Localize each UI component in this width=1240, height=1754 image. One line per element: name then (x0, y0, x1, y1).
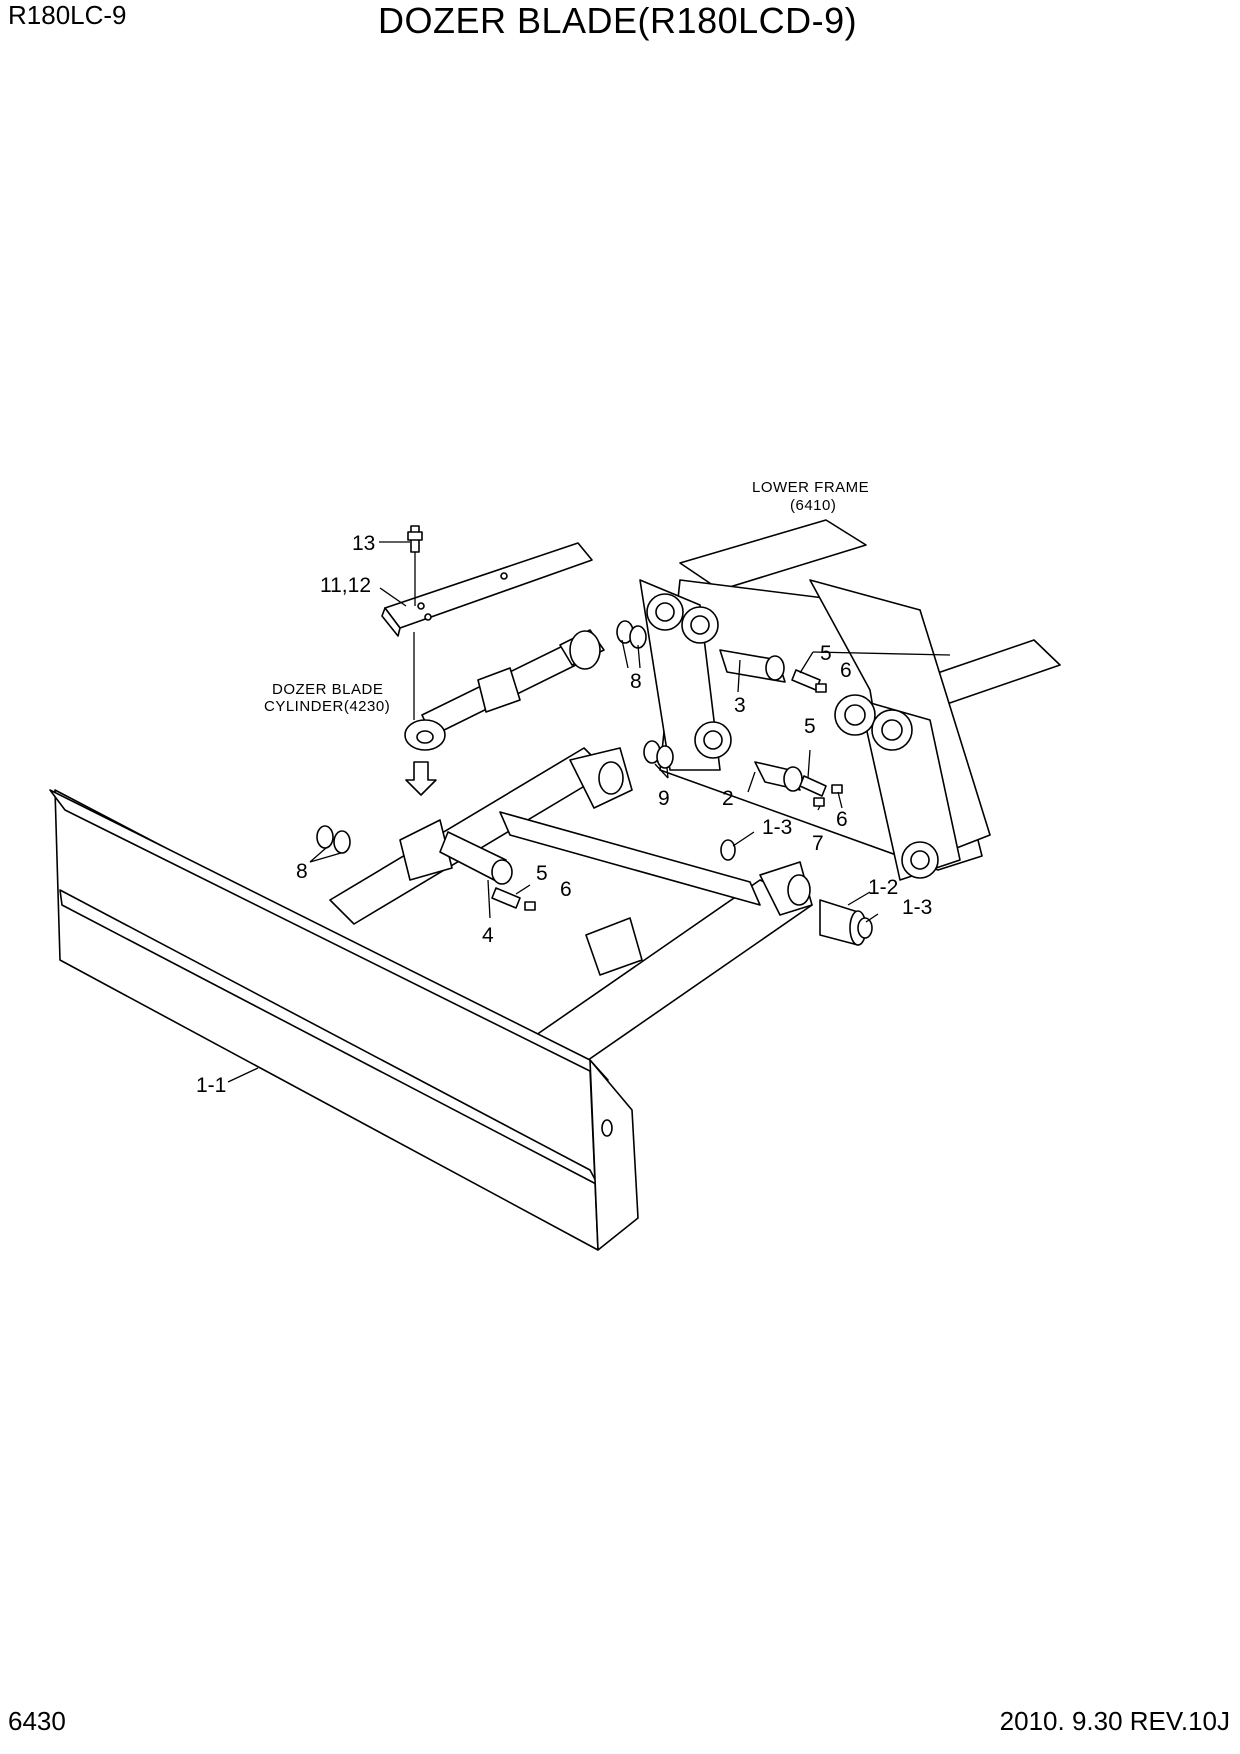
page-title: DOZER BLADE(R180LCD-9) (378, 0, 858, 41)
blade-frame (329, 747, 813, 1086)
callout-5-a: 5 (820, 642, 832, 665)
lower-frame-label: LOWER FRAME (752, 479, 869, 496)
callout-11-12: 11,12 (320, 574, 371, 597)
model-code: R180LC-9 (8, 0, 127, 30)
bolt (407, 525, 423, 606)
callout-3: 3 (734, 694, 746, 717)
callout-8-left: 8 (296, 860, 308, 883)
callout-1-2: 1-2 (868, 876, 898, 899)
leader-lines (227, 541, 951, 1083)
cutting-edge (381, 542, 593, 637)
callout-1-1: 1-1 (196, 1074, 226, 1097)
callout-7: 7 (812, 832, 824, 855)
pin-and-ring-set (316, 620, 873, 946)
callout-6-b: 6 (836, 808, 848, 831)
callout-9: 9 (658, 787, 670, 810)
callout-13: 13 (352, 532, 375, 555)
callout-1-3-b: 1-3 (902, 896, 932, 919)
callout-1-3-a: 1-3 (762, 816, 792, 839)
lower-frame (639, 519, 1061, 881)
callout-2: 2 (722, 787, 734, 810)
page-number: 6430 (8, 1706, 66, 1736)
cylinder-ref: CYLINDER(4230) (264, 698, 390, 715)
callout-4: 4 (482, 924, 494, 947)
lower-frame-ref: (6410) (790, 497, 836, 514)
down-arrow-icon (405, 761, 437, 796)
dozer-blade (49, 789, 639, 1251)
callout-5-b: 5 (804, 715, 816, 738)
cylinder-label: DOZER BLADE (272, 681, 383, 698)
callout-6-a: 6 (840, 659, 852, 682)
callout-5-c: 5 (536, 862, 548, 885)
revision-date: 2010. 9.30 REV.10J (999, 1706, 1230, 1736)
callout-6-c: 6 (560, 878, 572, 901)
dozer-blade-cylinder (404, 629, 605, 751)
callout-8-right: 8 (630, 670, 642, 693)
